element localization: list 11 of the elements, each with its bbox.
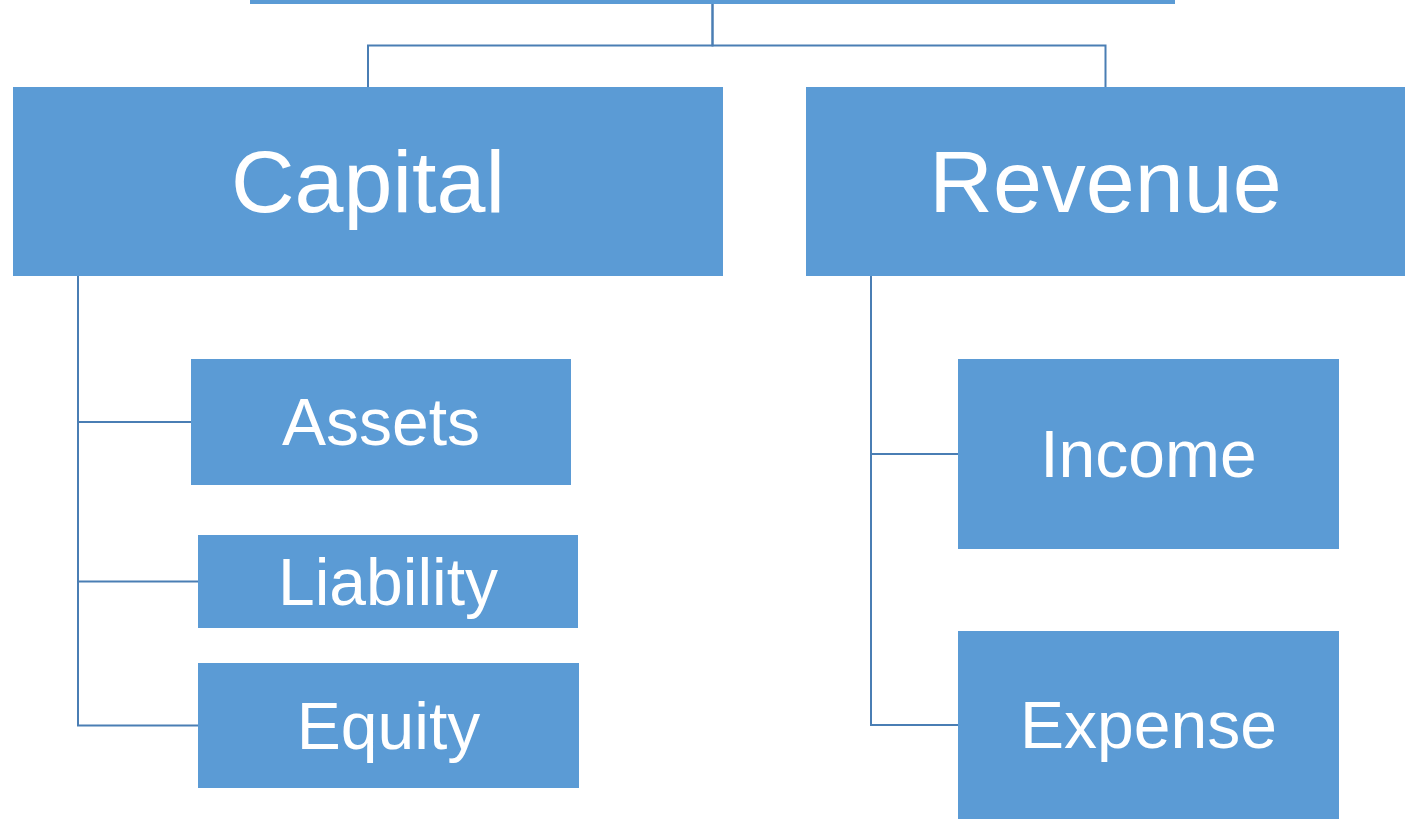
category-box	[958, 359, 1339, 549]
category-box	[198, 535, 578, 628]
category-box	[13, 87, 723, 276]
box-label: Revenue	[929, 137, 1282, 226]
category-box	[191, 359, 571, 485]
category-box	[198, 663, 579, 788]
category-box	[958, 631, 1339, 819]
box-label: Assets	[281, 389, 481, 455]
category-box	[806, 87, 1405, 276]
box-label: Income	[1040, 421, 1257, 487]
connector-line	[711, 3, 1107, 88]
